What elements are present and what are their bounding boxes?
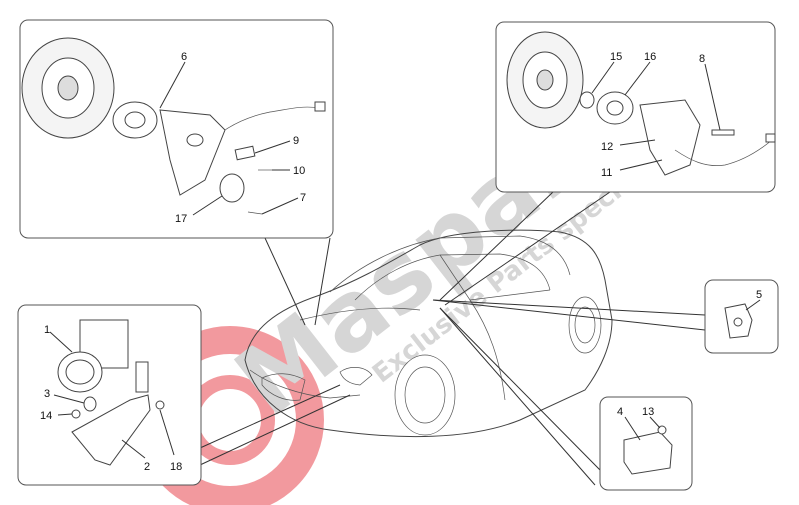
- abs-fastener-icon: [155, 400, 165, 410]
- rear-wheel-speed-sensor-cable-icon: [224, 106, 321, 131]
- car-illustration: [244, 229, 613, 438]
- front-wheel-speed-sensor-cable-icon: [674, 139, 773, 166]
- front-bearing-icon: [579, 91, 595, 109]
- abs-damper-icon: [83, 396, 97, 412]
- rear-sensor-bracket-icon: [234, 145, 256, 161]
- abs-unit-panel: [17, 304, 202, 486]
- callout-13: 13: [642, 406, 654, 418]
- rear-hub-carrier-icon: [112, 101, 226, 196]
- abs-unit-box: 1 3 14 2 18: [17, 304, 202, 486]
- rear-bolt-icon: [247, 211, 263, 215]
- abs-mount-plate-icon: [135, 361, 149, 393]
- callout-3: 3: [44, 388, 50, 400]
- rear-tone-ring-icon: [219, 173, 245, 203]
- abs-nut-icon: [71, 409, 81, 419]
- callout-11: 11: [601, 167, 612, 179]
- callout-1: 1: [44, 324, 50, 336]
- control-unit-box: 4 13: [599, 396, 693, 491]
- callout-5: 5: [756, 289, 762, 301]
- sensor-bracket-box: 5: [704, 279, 779, 354]
- callout-15: 15: [610, 51, 622, 63]
- yaw-sensor-module-icon: [623, 431, 673, 475]
- front-brake-box: 15 16 8 12 11: [495, 21, 776, 193]
- abs-bracket-icon: [71, 394, 151, 466]
- abs-hydraulic-unit-icon: [57, 319, 129, 393]
- callout-7: 7: [300, 192, 306, 204]
- callout-17: 17: [175, 213, 187, 225]
- callout-9: 9: [293, 135, 299, 147]
- rear-brake-disc-icon: [21, 37, 115, 139]
- callout-12: 12: [601, 141, 613, 153]
- rear-sensor-connector-icon: [314, 101, 326, 112]
- callout-4: 4: [617, 406, 623, 418]
- callout-16: 16: [644, 51, 656, 63]
- front-hub-icon: [596, 91, 634, 125]
- callout-14: 14: [40, 410, 52, 422]
- sensor-bracket-hole-icon: [733, 317, 743, 327]
- leader-lines: [199, 191, 706, 486]
- front-brake-disc-icon: [506, 31, 584, 129]
- rear-brake-box: 6 9 10 7 17: [19, 19, 334, 239]
- callout-18: 18: [170, 461, 182, 473]
- front-sensor-connector-icon: [765, 133, 776, 143]
- callout-6: 6: [181, 51, 187, 63]
- callout-8: 8: [699, 53, 705, 65]
- callout-10: 10: [293, 165, 305, 177]
- callout-2: 2: [144, 461, 150, 473]
- front-bolt-icon: [711, 129, 735, 136]
